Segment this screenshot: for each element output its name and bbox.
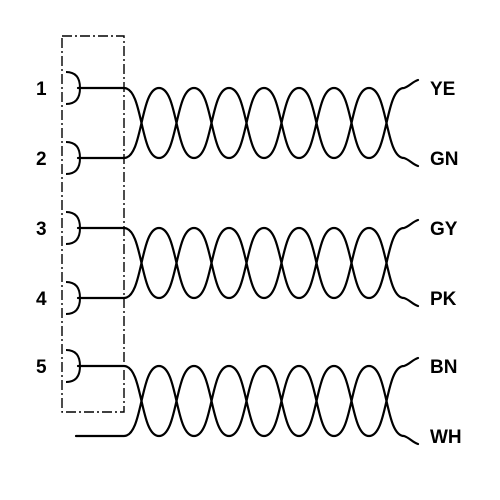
pin-number-label: 3 bbox=[36, 219, 47, 240]
wire-BN bbox=[76, 356, 420, 438]
wire-color-label-GY: GY bbox=[430, 219, 458, 240]
wire-PK bbox=[76, 226, 420, 308]
wire-color-label-GN: GN bbox=[430, 149, 459, 170]
pin-number-label: 1 bbox=[36, 79, 47, 100]
wire-color-label-WH: WH bbox=[430, 427, 462, 448]
twisted-pair bbox=[74, 356, 420, 446]
twisted-pair bbox=[76, 218, 420, 308]
wire-color-labels: YE GN GY PK BN WH bbox=[430, 79, 462, 448]
pin-number-label: 4 bbox=[36, 289, 47, 310]
pin-4: 4 bbox=[36, 281, 82, 315]
twisted-pair bbox=[76, 78, 420, 168]
pin-1: 1 bbox=[36, 71, 82, 105]
twisted-pairs bbox=[74, 78, 420, 446]
wire-GN bbox=[76, 86, 420, 168]
connector-housing-frame bbox=[61, 35, 125, 413]
pin-2: 2 bbox=[36, 141, 82, 175]
wire-color-label-BN: BN bbox=[430, 357, 457, 378]
pin-number-label: 5 bbox=[36, 357, 47, 378]
pin-number-label: 2 bbox=[36, 149, 47, 170]
pin-5: 5 bbox=[36, 349, 82, 383]
pin-3: 3 bbox=[36, 211, 82, 245]
wire-WH bbox=[74, 364, 420, 446]
wire-color-label-YE: YE bbox=[430, 79, 455, 100]
wire-GY bbox=[76, 218, 420, 300]
connector-pins: 1 2 3 4 5 bbox=[36, 71, 82, 383]
wire-YE bbox=[76, 78, 420, 160]
wire-color-label-PK: PK bbox=[430, 289, 457, 310]
